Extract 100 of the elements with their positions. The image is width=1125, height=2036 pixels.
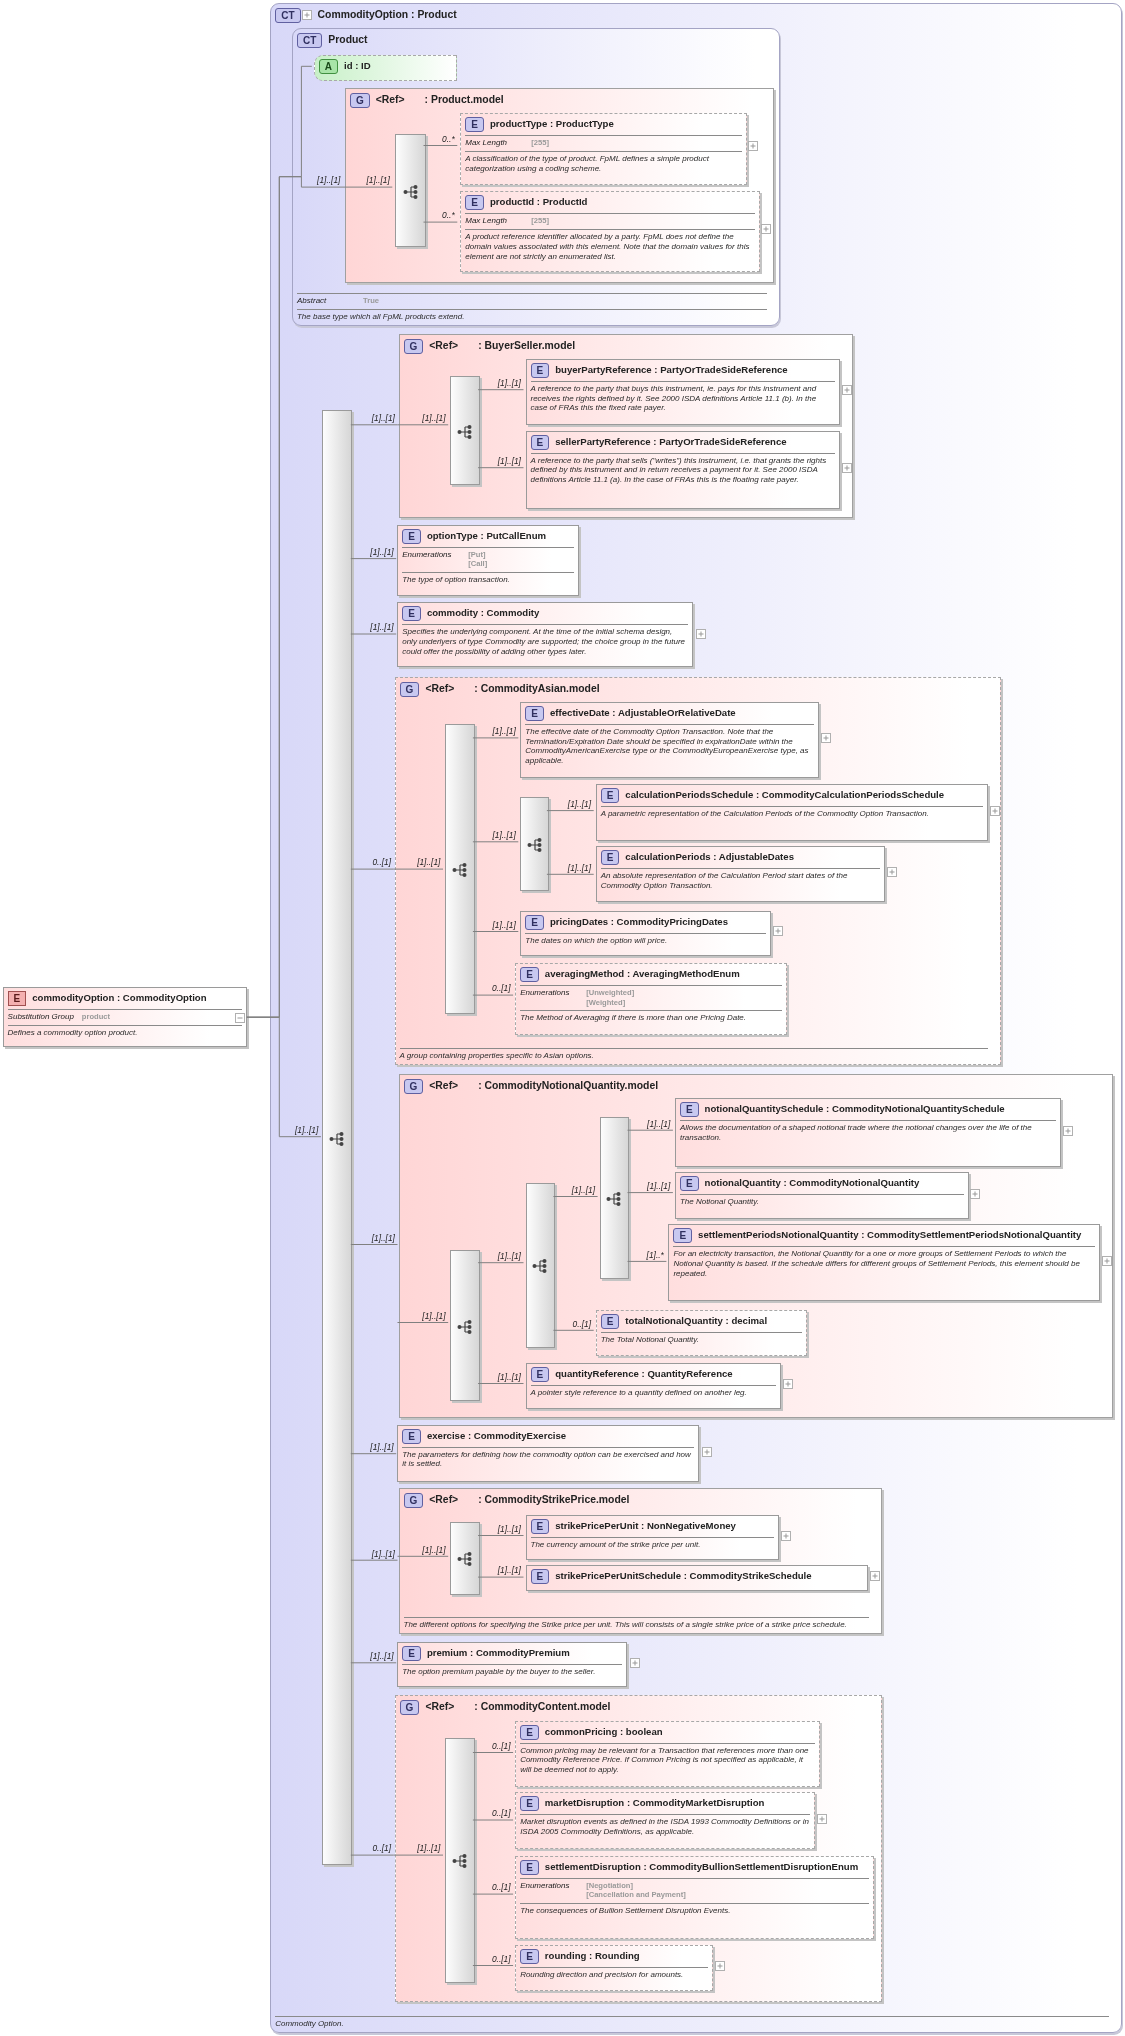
element-title: strikePricePerUnitSchedule : CommodityStrikeSchedule <box>555 1568 812 1582</box>
connector-line <box>397 1322 449 1323</box>
cardinality-label: [1]..[1] <box>567 862 592 873</box>
description: Rounding direction and precision for amounts. <box>520 1967 708 1981</box>
element-box <box>525 1515 779 1560</box>
description: The option premium payable by the buyer to the seller. <box>402 1663 623 1677</box>
element-badge: E <box>520 1949 539 1965</box>
element-title: exercise : CommodityExercise <box>426 1428 567 1442</box>
cardinality-label: [1]..[1] <box>497 1565 521 1576</box>
attribute-title: id : ID <box>344 59 371 73</box>
cardinality-label: [1]..[1] <box>497 1251 521 1262</box>
element-title: notionalQuantity : CommodityNotionalQuantity <box>704 1176 920 1190</box>
element-box <box>674 1098 1061 1168</box>
group-badge: G <box>403 1079 424 1095</box>
description: The consequences of Bullion Settlement Disruption Events. <box>520 1902 869 1916</box>
element-badge: E <box>530 1367 550 1383</box>
connector-line <box>546 873 595 875</box>
description: The effective date of the Commodity Option Transaction. Note that the Termination/Expiration Date should be specified in expirationDate within the CommodityAmericanExercise type or the CommodityEuropeanExercise type, as applicable. <box>525 724 815 766</box>
element-box <box>397 524 580 596</box>
element-box <box>515 1855 874 1939</box>
element-box <box>460 113 748 185</box>
element-title: buyerPartyReference : PartyOrTradeSideReference <box>555 363 788 377</box>
element-badge: E <box>520 1859 539 1875</box>
group-box <box>398 333 854 519</box>
cardinality-label: [1]..[1] <box>497 378 521 389</box>
group-title: : CommodityNotionalQuantity.model <box>478 1079 659 1093</box>
element-title: pricingDates : CommodityPricingDates <box>550 915 729 929</box>
connector-line <box>472 1819 514 1821</box>
connector-line <box>350 1559 398 1561</box>
element-badge: E <box>673 1228 693 1244</box>
element-box <box>397 1641 628 1688</box>
element-badge: E <box>600 850 620 866</box>
element-badge: E <box>7 991 27 1007</box>
connector-line <box>472 737 519 739</box>
group-title: : CommodityAsian.model <box>474 681 600 695</box>
description: A classification of the type of product. FpML defines a simple product categorization using a coding scheme. <box>465 151 743 174</box>
connector-line <box>477 1383 524 1384</box>
element-title: effectiveDate : AdjustableOrRelativeDate <box>550 706 736 720</box>
facet-name: Enumerations <box>520 1880 571 1892</box>
connector-line <box>350 424 398 426</box>
element-box <box>520 911 772 956</box>
element-box <box>595 784 988 842</box>
description: The different options for specifying the Strike price per unit. This will consists of a single strike price of a strike price schedule. <box>403 1617 869 1630</box>
element-title: averagingMethod : AveragingMethodEnum <box>544 967 740 981</box>
element-box <box>525 1363 782 1409</box>
group-box <box>344 87 774 283</box>
element-box <box>515 1945 713 1991</box>
description: The dates on which the option will price. <box>525 933 767 946</box>
compositor-bar <box>450 376 481 486</box>
description: A parametric representation of the Calculation Periods of the Commodity Option Transaction. <box>600 806 983 819</box>
group-badge: G <box>403 1493 424 1509</box>
description: The parameters for defining how the commodity option can be exercised and how it is settled. <box>402 1446 694 1469</box>
type-badge: CT <box>297 33 323 49</box>
element-box <box>525 1564 869 1591</box>
cardinality-label: 0..[1] <box>372 1843 392 1854</box>
connector-line <box>472 931 519 932</box>
element-title: productType : ProductType <box>489 117 614 131</box>
cardinality-label: [1]..[1] <box>417 1843 441 1854</box>
element-title: rounding : Rounding <box>544 1949 640 1963</box>
element-title: settlementDisruption : CommodityBullionSettlementDisruptionEnum <box>544 1859 859 1873</box>
connector-line <box>350 1244 398 1245</box>
complex-type-box <box>270 2 1123 2034</box>
element-box <box>525 359 840 426</box>
group-title: : CommodityContent.model <box>474 1700 611 1713</box>
element-box <box>525 430 840 509</box>
cardinality-label: [1]..[1] <box>371 1548 395 1559</box>
connector-line <box>397 424 449 426</box>
connector-line <box>477 1262 524 1264</box>
element-badge: E <box>525 915 544 931</box>
cardinality-label: [1]..[1] <box>497 455 521 466</box>
element-badge: E <box>679 1102 699 1118</box>
group-box <box>398 1488 882 1634</box>
cardinality-label: [1]..[1] <box>422 1310 446 1321</box>
cardinality-label: [1]..[1] <box>571 1184 595 1195</box>
element-title: productId : ProductId <box>489 195 588 209</box>
element-badge: E <box>520 1724 539 1740</box>
connector-line <box>423 221 458 223</box>
connector-line <box>477 1535 524 1536</box>
connector-line <box>342 186 393 188</box>
connector-line <box>350 1854 395 1856</box>
cardinality-label: [1]..[1] <box>492 919 516 930</box>
facet-name: Abstract <box>297 296 328 307</box>
element-box <box>397 602 694 668</box>
cardinality-label: 0..[1] <box>491 1882 511 1893</box>
facet-name: Substitution Group <box>7 1012 75 1023</box>
facet-name: Enumerations <box>520 988 571 1000</box>
connector-line <box>393 1854 444 1856</box>
cardinality-label: [1]..[1] <box>647 1118 671 1129</box>
cardinality-label: 0..[1] <box>491 1740 511 1751</box>
cardinality-label: [1]..[1] <box>371 413 395 424</box>
description: The base type which all FpML products extend. <box>297 309 768 322</box>
connector-line <box>350 1453 397 1455</box>
cardinality-label: [1]..[1] <box>567 798 592 809</box>
element-title: calculationPeriods : AdjustableDates <box>625 850 794 864</box>
description: The Total Notional Quantity. <box>600 1332 803 1345</box>
description: Commodity Option. <box>275 2016 1110 2030</box>
connector-line <box>472 1893 514 1895</box>
cardinality-label: [1]..[1] <box>492 830 516 841</box>
element-badge: E <box>530 434 550 450</box>
element-title: premium : CommodityPremium <box>426 1645 570 1659</box>
